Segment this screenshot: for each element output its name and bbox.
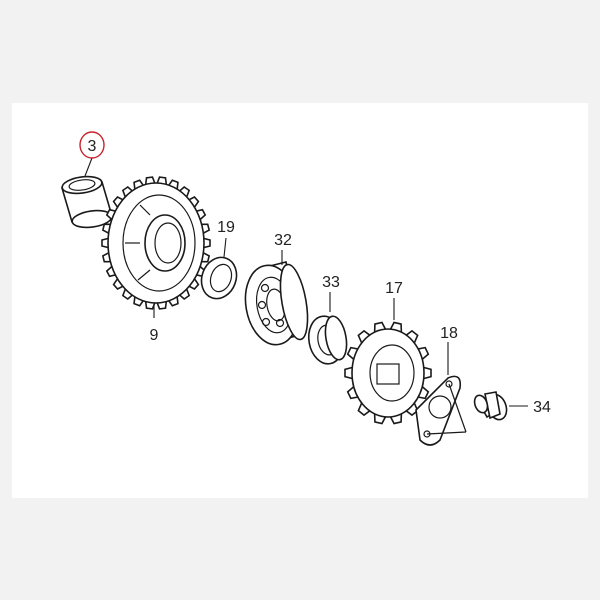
label-part-9[interactable]: 9 [150, 327, 159, 344]
highlight-circle [79, 131, 105, 159]
label-part-19[interactable]: 19 [217, 219, 235, 236]
label-part-18[interactable]: 18 [440, 325, 458, 342]
part-34-bolt[interactable] [472, 391, 510, 423]
part-19-washer[interactable] [196, 252, 242, 303]
label-part-17[interactable]: 17 [385, 280, 403, 297]
part-33-seal[interactable] [305, 313, 350, 366]
label-part-33[interactable]: 33 [322, 274, 340, 291]
part-3-bushing[interactable] [60, 174, 114, 229]
part-18-plate[interactable] [415, 375, 467, 446]
part-32-bearing[interactable] [239, 261, 312, 349]
part-17-sprocket[interactable] [344, 321, 432, 425]
label-part-34[interactable]: 34 [533, 399, 551, 416]
label-part-3[interactable]: 3 [88, 138, 97, 155]
label-part-32[interactable]: 32 [274, 232, 292, 249]
part-9-gear[interactable] [101, 176, 211, 310]
